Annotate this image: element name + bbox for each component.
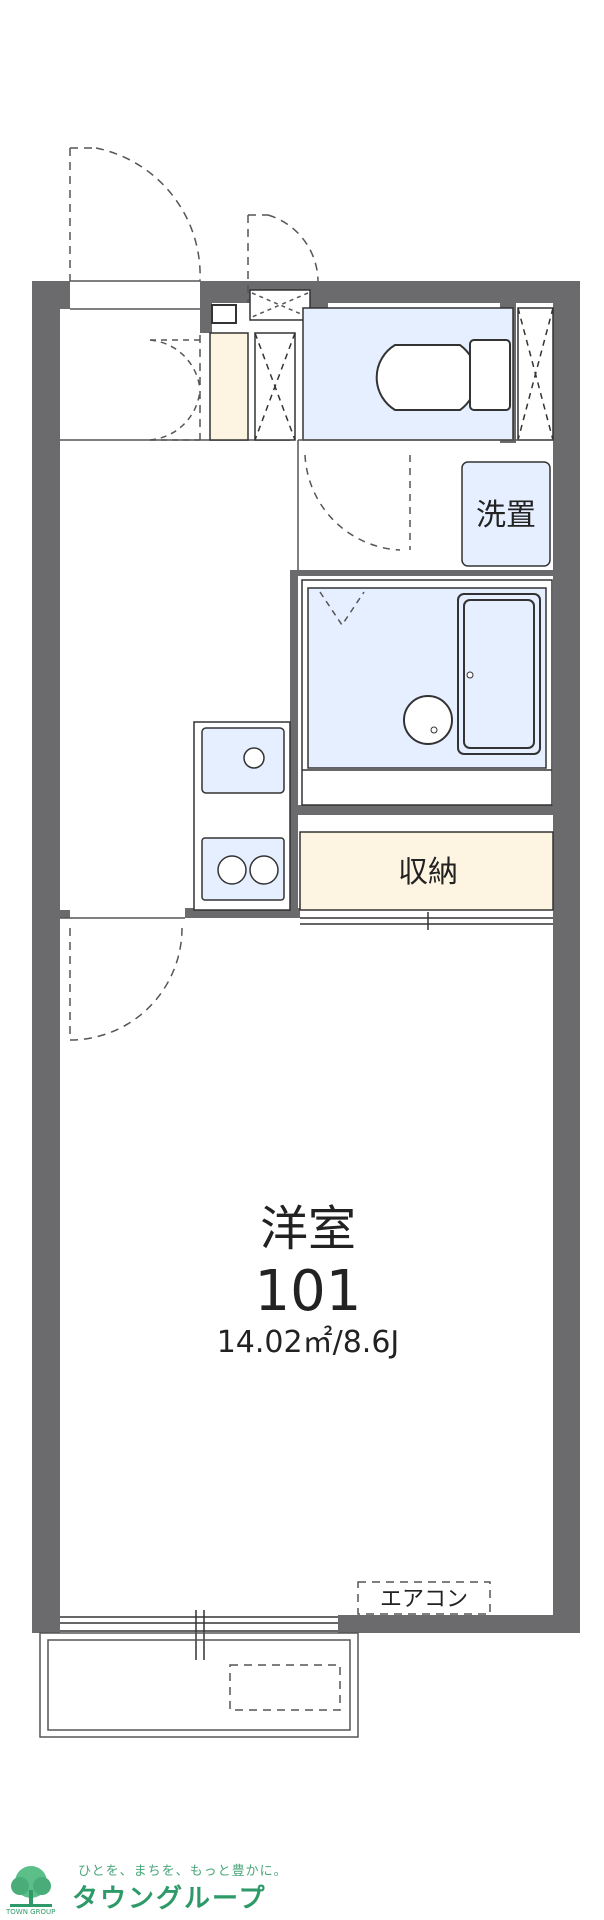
main-room-number: 101 [255, 1259, 362, 1324]
company-logo: ひとを、まちを、もっと豊かに。 タウングループ TOWN GROUP [0, 1852, 604, 1920]
storage-label: 収納 [398, 855, 458, 890]
window [60, 1610, 338, 1660]
sink-drain-icon [430, 726, 438, 734]
room-door [60, 917, 185, 1041]
sink-basin-icon [403, 695, 453, 745]
closet [254, 332, 296, 441]
balcony [39, 1632, 359, 1738]
logo-sub: TOWN GROUP [6, 1908, 56, 1916]
toilet-icon [375, 339, 511, 411]
washer-label: 洗置 [476, 498, 536, 533]
main-room-name: 洋室 [260, 1201, 356, 1257]
bath-door-swing [319, 591, 365, 627]
toilet-closet [517, 307, 554, 441]
logo-tagline: ひとを、まちを、もっと豊かに。 [78, 1864, 288, 1879]
utility-door [247, 214, 319, 321]
aircon-label: エアコン [380, 1587, 468, 1612]
kitchen-unit [193, 721, 291, 911]
exterior-walls [32, 281, 580, 1633]
drain-icon [466, 671, 474, 679]
washroom [297, 439, 553, 570]
tree-logo-icon [2, 1860, 60, 1918]
storage [299, 831, 554, 911]
utility-box [211, 304, 237, 324]
washer-space [461, 461, 551, 567]
entrance [60, 147, 290, 441]
bathtub-icon [457, 593, 541, 755]
logo-brand: タウングループ [72, 1884, 267, 1914]
shoe-cupboard [209, 332, 249, 441]
floor-plan: 洗置 収納 洋室 101 14.02㎡/8.6J エアコン [32, 147, 580, 1738]
main-room-area: 14.02㎡/8.6J [217, 1325, 400, 1360]
aircon-box [357, 1581, 491, 1615]
